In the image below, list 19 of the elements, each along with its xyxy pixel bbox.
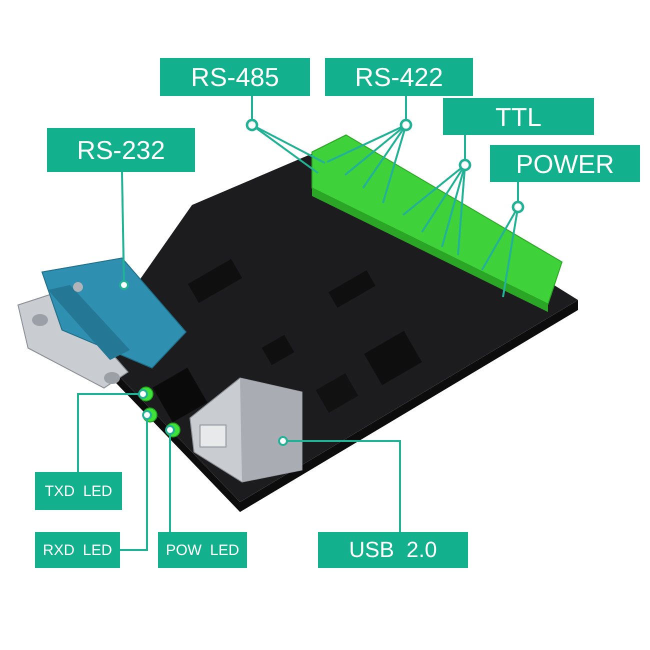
led-drawing bbox=[142, 408, 158, 422]
leader-line bbox=[278, 436, 401, 532]
callout-label: RS-485 bbox=[160, 58, 310, 96]
callout-label: TXD LED bbox=[35, 472, 122, 510]
callout-label: RXD LED bbox=[35, 532, 120, 568]
leader-line bbox=[119, 172, 129, 290]
callout-label: POWER bbox=[490, 145, 640, 182]
led-drawing bbox=[166, 422, 180, 438]
callout-label: RS-422 bbox=[325, 58, 473, 96]
leader-line bbox=[120, 410, 152, 551]
callout-label: POW LED bbox=[158, 532, 247, 568]
leader-line bbox=[165, 425, 175, 532]
callout-label: TTL bbox=[443, 98, 594, 135]
callout-label: USB 2.0 bbox=[318, 532, 468, 568]
led-drawing bbox=[138, 386, 154, 402]
callout-label: RS-232 bbox=[47, 128, 195, 172]
usb-port-drawing bbox=[189, 377, 302, 483]
leader-line bbox=[77, 389, 148, 472]
serial-connector-drawing bbox=[17, 257, 187, 389]
